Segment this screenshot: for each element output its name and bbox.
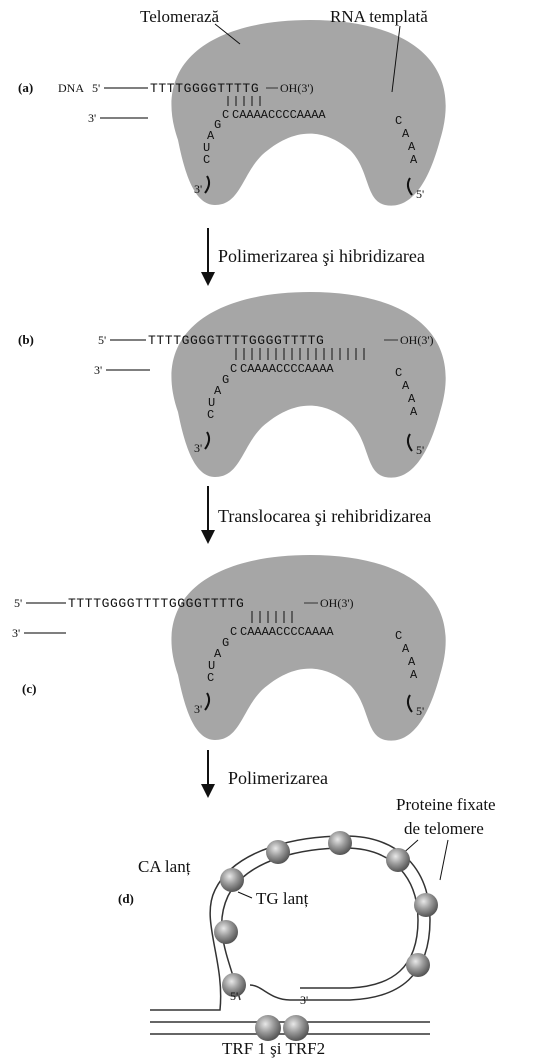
svg-text:C: C bbox=[222, 108, 229, 122]
proteins-label-line2: de telomere bbox=[404, 819, 484, 838]
dna-sequence-a: TTTTGGGGTTTTG bbox=[150, 81, 259, 96]
trf2-protein bbox=[283, 1015, 309, 1041]
panel-b-label: (b) bbox=[18, 332, 34, 347]
protein-ball bbox=[214, 920, 238, 944]
svg-text:A: A bbox=[402, 642, 410, 656]
oh3-label-b: OH(3') bbox=[400, 333, 434, 347]
dna-5prime-b: 5' bbox=[98, 333, 106, 347]
svg-text:A: A bbox=[402, 379, 410, 393]
panel-a: Telomerază RNA templată (a) DNA 5' TTTTG… bbox=[18, 7, 446, 206]
protein-ball bbox=[414, 893, 438, 917]
svg-text:C: C bbox=[203, 153, 210, 167]
svg-text:C: C bbox=[230, 625, 237, 639]
step-arrow-2: Translocarea şi rehibridizarea bbox=[201, 486, 431, 544]
dna-3prime-b: 3' bbox=[94, 363, 102, 377]
rna-5prime-c: 5' bbox=[416, 704, 424, 718]
rna-3prime-b: 3' bbox=[194, 441, 202, 455]
protein-ball bbox=[328, 831, 352, 855]
rna-3prime-c: 3' bbox=[194, 702, 202, 716]
step3-label: Polimerizarea bbox=[228, 768, 328, 788]
rna-3prime-a: 3' bbox=[194, 182, 202, 196]
tg-strand-label: TG lanț bbox=[256, 889, 309, 908]
oh3-label-a: OH(3') bbox=[280, 81, 314, 95]
oh3-label-c: OH(3') bbox=[320, 596, 354, 610]
svg-text:G: G bbox=[222, 636, 229, 650]
dna-5prime-a: 5' bbox=[92, 81, 100, 95]
svg-text:A: A bbox=[408, 140, 416, 154]
dna-3prime-a: 3' bbox=[88, 111, 96, 125]
panel-d-label: (d) bbox=[118, 891, 134, 906]
svg-text:C: C bbox=[230, 362, 237, 376]
ca-strand-inner bbox=[222, 848, 418, 1000]
rna-5prime-b: 5' bbox=[416, 443, 424, 457]
svg-text:A: A bbox=[408, 655, 416, 669]
protein-ball bbox=[266, 840, 290, 864]
telomere-proteins bbox=[214, 831, 438, 1041]
trf1-protein bbox=[255, 1015, 281, 1041]
rna-template-label: RNA templată bbox=[330, 7, 428, 26]
step-arrow-3: Polimerizarea bbox=[201, 750, 328, 798]
rna-template-seq-b: CAAAACCCCAAAA bbox=[240, 362, 334, 376]
dna-3prime-c: 3' bbox=[12, 626, 20, 640]
trf-label: TRF 1 şi TRF2 bbox=[222, 1039, 325, 1058]
svg-text:C: C bbox=[207, 671, 214, 685]
svg-text:A: A bbox=[410, 668, 418, 682]
panel-c-label: (c) bbox=[22, 681, 36, 696]
rna-template-seq-a: CAAAACCCCAAAA bbox=[232, 108, 326, 122]
rna-5prime-a: 5' bbox=[416, 187, 424, 201]
panel-c: 5' TTTTGGGGTTTTGGGGTTTTG OH(3') 3' CAAAA… bbox=[12, 555, 446, 741]
panel-a-label: (a) bbox=[18, 80, 33, 95]
svg-text:C: C bbox=[395, 629, 402, 643]
svg-text:C: C bbox=[395, 114, 402, 128]
protein-ball bbox=[220, 868, 244, 892]
svg-text:A: A bbox=[402, 127, 410, 141]
step-arrow-1: Polimerizarea şi hibridizarea bbox=[201, 228, 425, 286]
step2-label: Translocarea şi rehibridizarea bbox=[218, 506, 431, 526]
svg-text:G: G bbox=[222, 373, 229, 387]
rna-template-seq-c: CAAAACCCCAAAA bbox=[240, 625, 334, 639]
tg-pointer bbox=[238, 892, 252, 898]
protein-ball bbox=[386, 848, 410, 872]
panel-d: Proteine fixate de telomere CA lanț (d) … bbox=[118, 795, 496, 1058]
protein-ball bbox=[406, 953, 430, 977]
loop-3prime: 3' bbox=[300, 993, 308, 1007]
svg-text:A: A bbox=[410, 153, 418, 167]
step1-label: Polimerizarea şi hibridizarea bbox=[218, 246, 425, 266]
dna-5prime-c: 5' bbox=[14, 596, 22, 610]
svg-text:C: C bbox=[207, 408, 214, 422]
telomerase-label: Telomerază bbox=[140, 7, 219, 26]
svg-text:G: G bbox=[214, 118, 221, 132]
svg-text:A: A bbox=[410, 405, 418, 419]
dna-sequence-c: TTTTGGGGTTTTGGGGTTTTG bbox=[68, 596, 244, 611]
ca-strand-label: CA lanț bbox=[138, 857, 191, 876]
svg-text:A: A bbox=[408, 392, 416, 406]
proteins-label-line1: Proteine fixate bbox=[396, 795, 496, 814]
loop-5prime: 5' bbox=[230, 989, 238, 1003]
dna-sequence-b: TTTTGGGGTTTTGGGGTTTTG bbox=[148, 333, 324, 348]
svg-text:C: C bbox=[395, 366, 402, 380]
panel-b: (b) 5' TTTTGGGGTTTTGGGGTTTTG OH(3') 3' C… bbox=[18, 292, 446, 478]
dna-label: DNA bbox=[58, 81, 84, 95]
proteins-pointer-2 bbox=[440, 840, 448, 880]
